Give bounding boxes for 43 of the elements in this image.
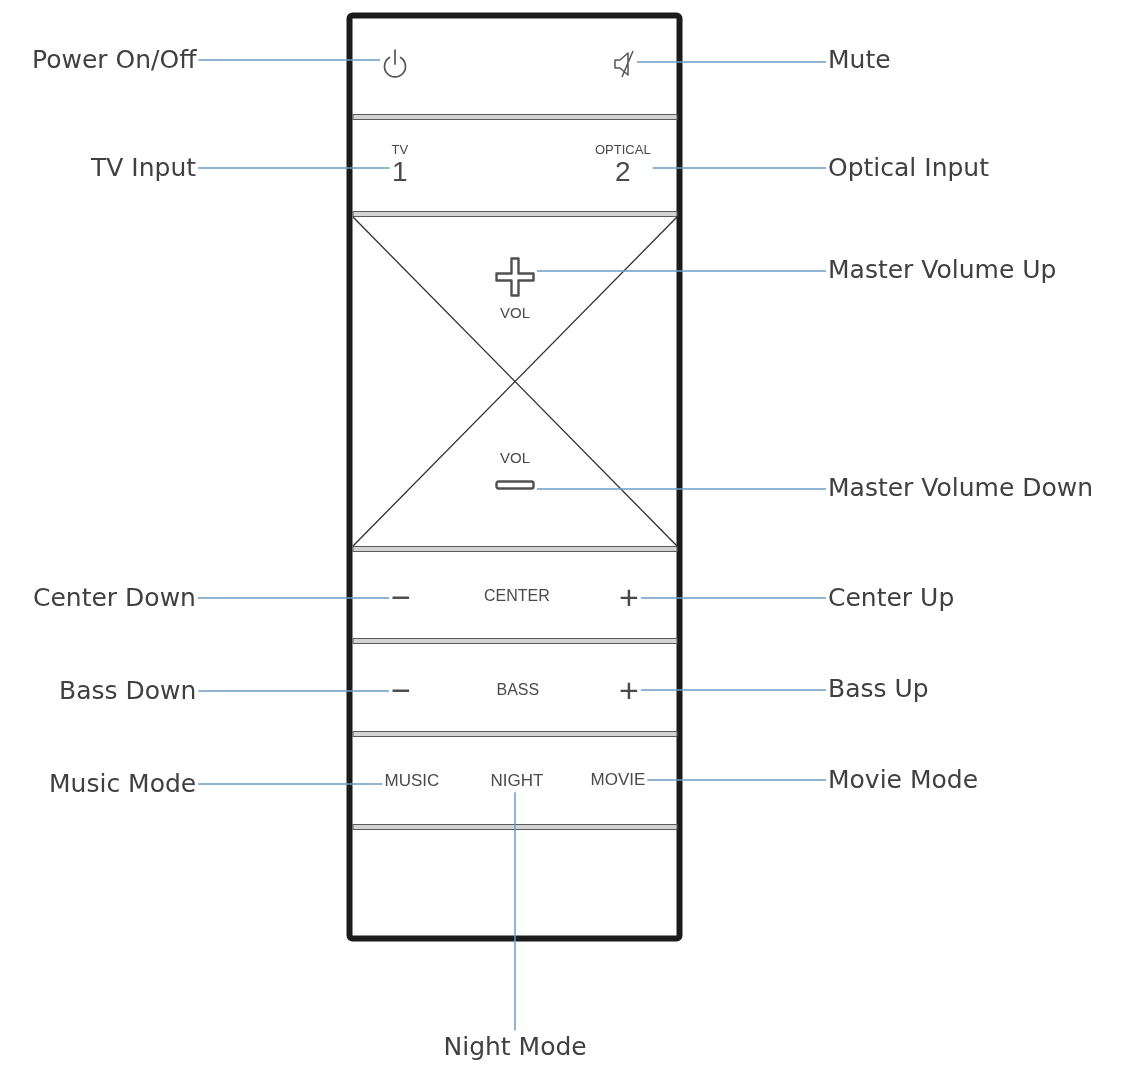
callout-label: Mute <box>828 45 891 75</box>
leader-line <box>514 791 516 1032</box>
minus-sign: − <box>391 583 411 611</box>
button-caption: BASS <box>496 681 540 699</box>
button-caption: CENTER <box>484 587 550 605</box>
leader-line <box>640 597 827 599</box>
speaker-muted-icon <box>613 49 635 79</box>
callout-label: Power On/Off <box>32 45 197 75</box>
callout-label: Master Volume Up <box>828 255 1057 285</box>
leader-line <box>646 779 827 781</box>
callout-label: Optical Input <box>828 153 989 183</box>
callout-label: Master Volume Down <box>828 473 1094 503</box>
leader-line <box>197 59 381 61</box>
input-number: 2 <box>615 156 631 188</box>
callout-label: Center Up <box>828 583 955 613</box>
leader-line <box>640 689 827 691</box>
button-label: VOL <box>500 449 530 466</box>
input-label: TV <box>391 142 409 157</box>
callout-label: Music Mode <box>49 769 197 799</box>
leader-line <box>197 597 390 599</box>
leader-line <box>197 783 384 785</box>
callout-label: TV Input <box>91 153 197 183</box>
callout-label: Bass Up <box>828 674 929 704</box>
power-icon <box>382 48 408 80</box>
button-label: VOL <box>500 304 530 321</box>
button-label: MOVIE <box>590 770 646 790</box>
leader-line <box>197 690 390 692</box>
leader-line <box>651 167 827 169</box>
input-label: OPTICAL <box>595 142 651 157</box>
callout-label: Bass Down <box>59 676 197 706</box>
callout-label: Night Mode <box>443 1032 587 1062</box>
leader-line <box>636 61 827 63</box>
leader-line <box>197 167 391 169</box>
leader-line <box>536 488 827 490</box>
callout-label: Center Down <box>33 583 196 613</box>
button-label: NIGHT <box>490 771 544 791</box>
input-number: 1 <box>392 156 408 188</box>
callout-label: Movie Mode <box>828 765 979 795</box>
button-label: MUSIC <box>384 771 440 791</box>
plus-sign: + <box>619 583 639 611</box>
leader-line <box>536 270 827 272</box>
minus-sign: − <box>391 676 411 704</box>
plus-sign: + <box>619 676 639 704</box>
